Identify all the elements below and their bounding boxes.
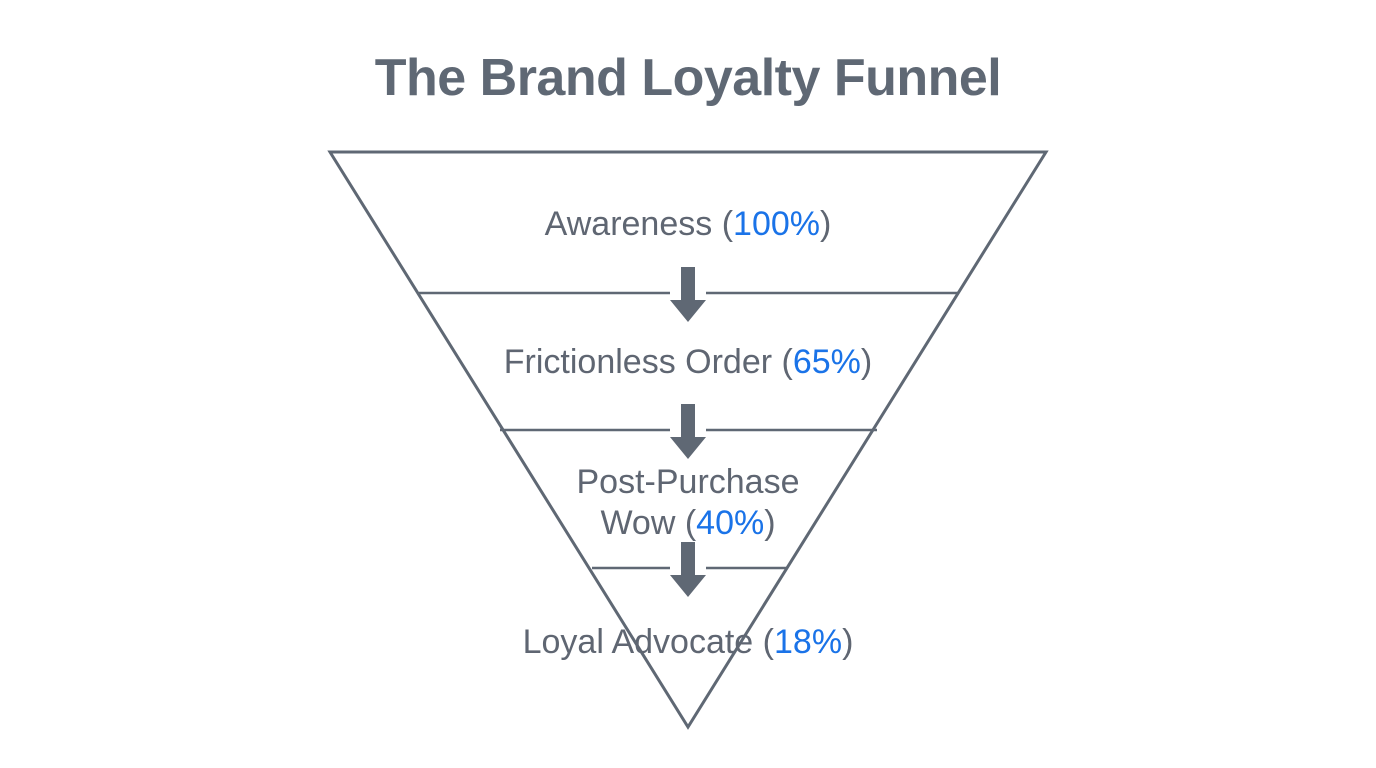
stage-paren-close-post-purchase-wow: ) — [764, 504, 776, 542]
stage-value-awareness: 100% — [733, 205, 820, 243]
stage-name-post-purchase-wow-line2: Wow — [600, 504, 676, 542]
funnel-outline — [327, 150, 1049, 730]
stage-name-frictionless-order: Frictionless Order — [503, 343, 773, 381]
stage-paren-close-frictionless-order: ) — [860, 343, 873, 381]
funnel-stage-label-loyal-advocate: Loyal Advocate (18%) — [388, 621, 988, 663]
down-arrow-icon-3 — [670, 542, 706, 597]
stage-paren-close-awareness: ) — [820, 205, 832, 243]
page-title: The Brand Loyalty Funnel — [374, 49, 1002, 107]
stage-value-loyal-advocate: 18% — [774, 623, 843, 661]
stage-paren-close-loyal-advocate: ) — [842, 623, 854, 661]
stage-name-loyal-advocate: Loyal Advocate — [522, 623, 754, 661]
stage-paren-open-frictionless-order: ( — [772, 343, 793, 381]
stage-paren-open-awareness: ( — [712, 205, 734, 243]
stage-value-frictionless-order: 65% — [792, 343, 861, 381]
stage-paren-open-loyal-advocate: ( — [753, 623, 774, 661]
down-arrow-icon-1 — [670, 267, 706, 322]
stage-name-awareness: Awareness — [544, 205, 713, 243]
stage-name-post-purchase-wow: Post-Purchase — [576, 463, 800, 501]
stage-value-post-purchase-wow: 40% — [696, 504, 765, 542]
funnel-stage-label-awareness: Awareness (100%) — [388, 203, 988, 245]
down-arrow-icon-2 — [670, 404, 706, 459]
stage-paren-open-post-purchase-wow: ( — [675, 504, 697, 542]
funnel-stage-label-frictionless-order: Frictionless Order (65%) — [388, 341, 988, 383]
